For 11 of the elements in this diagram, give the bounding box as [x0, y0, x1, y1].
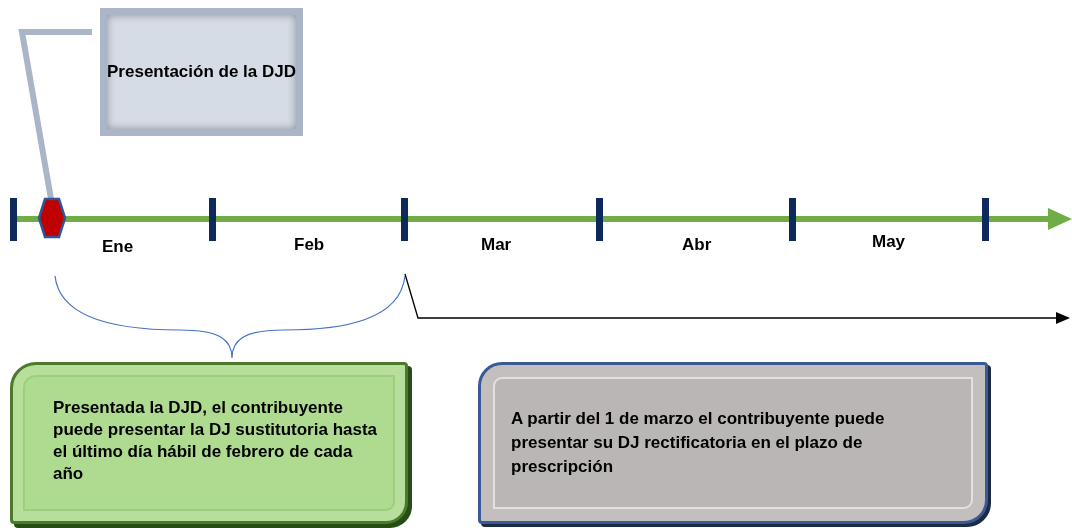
text-box: [478, 362, 988, 524]
month-label: Mar: [481, 235, 512, 255]
text-box: [100, 8, 303, 136]
leader-line: [18, 29, 92, 200]
box-text: A partir del 1 de marzo el contribuyente puede presentar su DJ rectificatoria en el plazo de prescripción: [511, 409, 885, 476]
month-label: Ene: [102, 237, 134, 257]
month-label: Feb: [294, 235, 325, 255]
box-text: Presentada la DJD, el contribuyente puede presentar la DJ sustitutoria hasta el último día hábil de febrero de cada año: [53, 397, 378, 484]
box-text: Presentación de la DJD: [107, 61, 296, 81]
month-label: Abr: [682, 235, 712, 255]
month-label: May: [872, 232, 906, 252]
